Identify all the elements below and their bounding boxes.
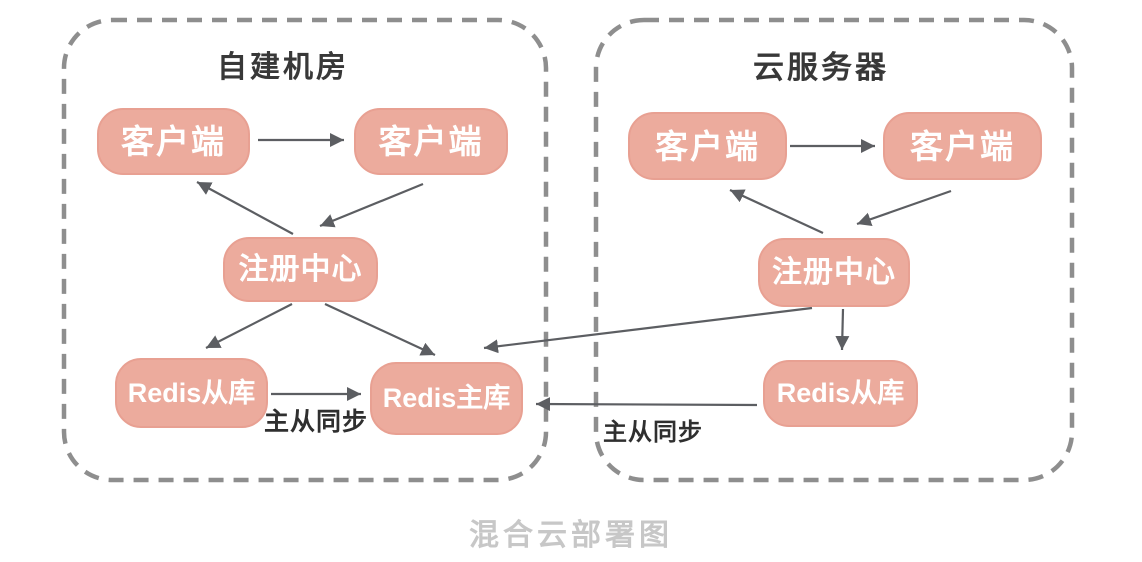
node-dc-client-2: 客户端 bbox=[354, 108, 508, 175]
edge-dc-registry-to-client1 bbox=[196, 181, 294, 235]
cloud-title: 云服务器 bbox=[753, 50, 889, 85]
node-cloud-redis-slave: Redis从库 bbox=[763, 360, 918, 427]
node-dc-client-1: 客户端 bbox=[97, 108, 250, 175]
node-cloud-client-1: 客户端 bbox=[628, 112, 787, 180]
node-dc-redis-slave: Redis从库 bbox=[115, 358, 268, 428]
edge-dc-client2-to-registry bbox=[319, 182, 424, 228]
edge-cloud-registry-to-dc-redis-master bbox=[483, 306, 813, 354]
edge-cloud-client2-to-registry bbox=[856, 189, 952, 226]
node-cloud-client-2: 客户端 bbox=[883, 112, 1042, 180]
edge-cloud-registry-to-client1 bbox=[729, 189, 824, 234]
edge-cloud-registry-to-redis-slave bbox=[835, 308, 850, 351]
node-cloud-registry: 注册中心 bbox=[758, 238, 910, 307]
edge-dc-registry-to-redis-slave bbox=[205, 303, 293, 349]
edge-dc-registry-to-redis-master bbox=[324, 303, 436, 356]
cloud-sync-edge-label: 主从同步 bbox=[603, 419, 703, 446]
node-dc-registry: 注册中心 bbox=[223, 237, 378, 302]
dc-sync-edge-label: 主从同步 bbox=[264, 408, 369, 436]
edge-cloud-redis-slave-to-dc-master-sync bbox=[535, 397, 758, 412]
diagram-caption: 混合云部署图 bbox=[469, 519, 673, 552]
cloud-container-border bbox=[593, 17, 1075, 483]
node-dc-redis-master: Redis主库 bbox=[370, 362, 523, 435]
datacenter-title: 自建机房 bbox=[217, 51, 349, 84]
